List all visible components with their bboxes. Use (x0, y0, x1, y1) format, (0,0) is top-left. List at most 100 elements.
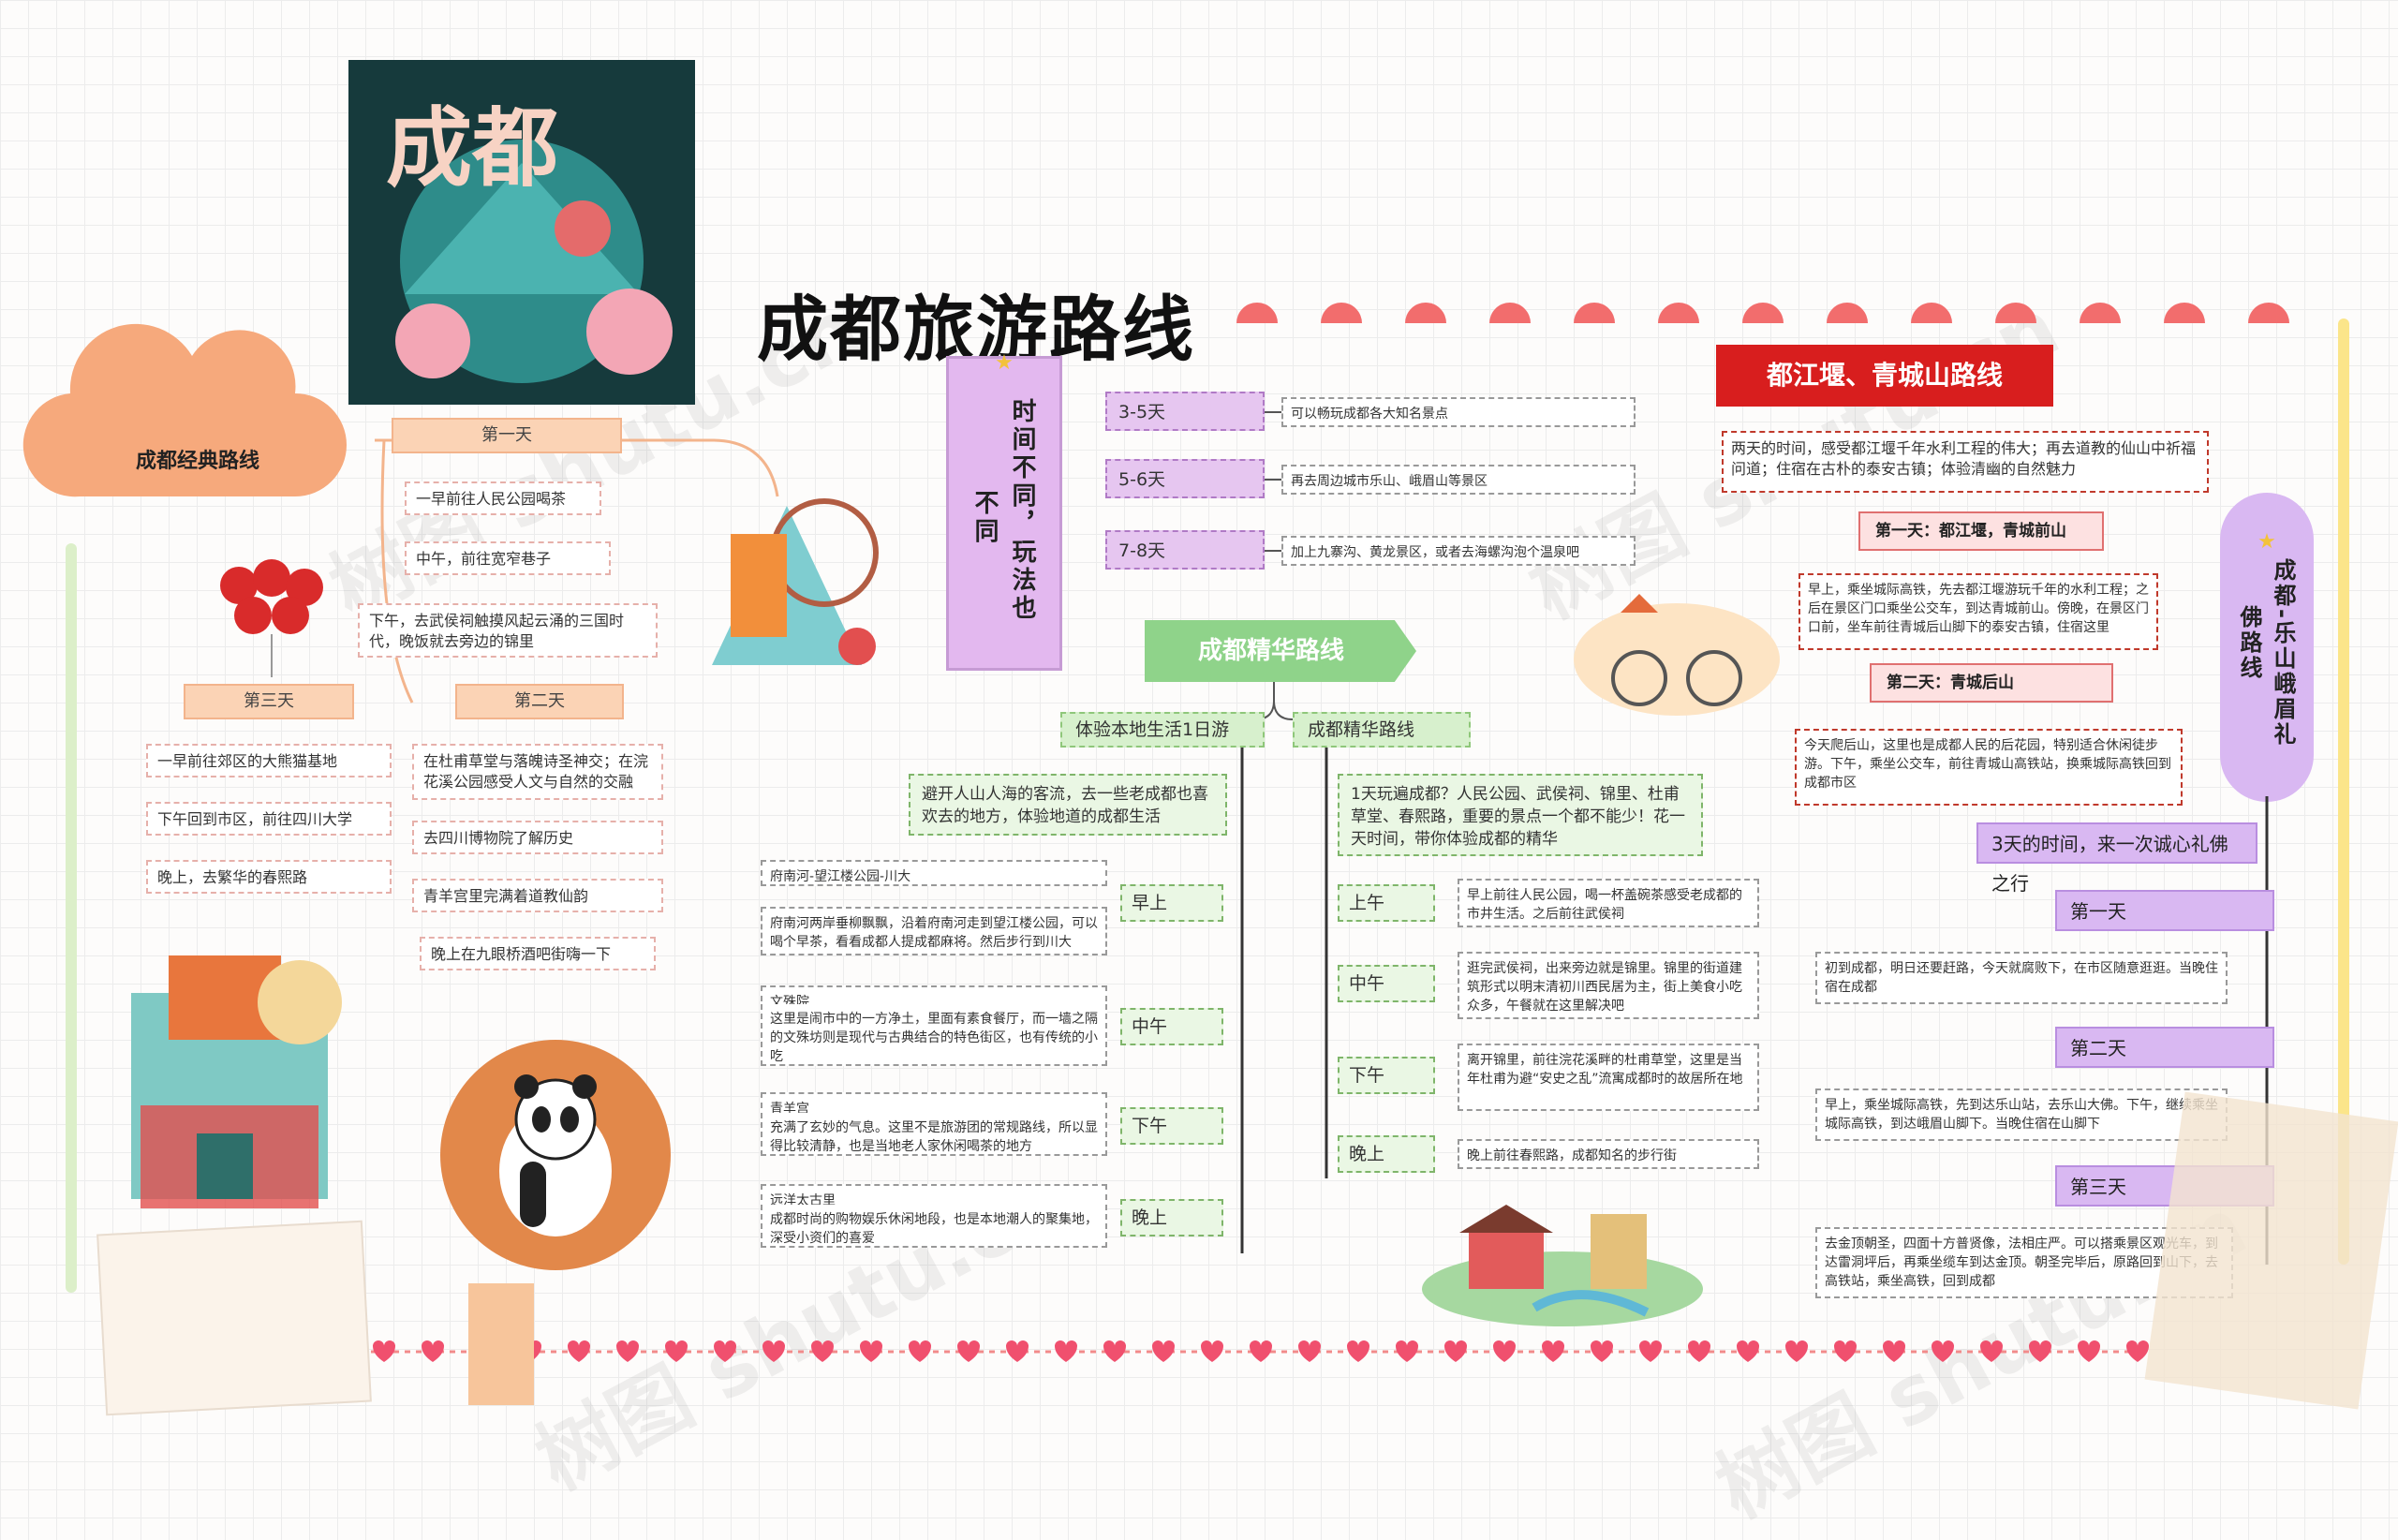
heart-icon (1201, 1340, 1223, 1362)
heart-icon (1932, 1340, 1954, 1362)
heart-icon (568, 1340, 590, 1362)
classic-route-label: 成都经典路线 (136, 449, 260, 473)
heart-icon (762, 1340, 785, 1362)
dujiangyan-day2-tag: 第二天：青城后山 (1870, 663, 2113, 703)
heart-icon (1834, 1340, 1857, 1362)
heart-icon (957, 1340, 980, 1362)
fine-slot-text: 早上前往人民公园，喝一杯盖碗茶感受老成都的市井生活。之后前往武侯祠 (1458, 879, 1759, 927)
local-slot-tag: 中午 (1120, 1008, 1223, 1045)
classic-connectors (375, 438, 779, 703)
scallop-decoration (1236, 303, 2289, 323)
local-slot-tag: 下午 (1120, 1107, 1223, 1145)
leshan-day-text: 早上，乘坐城际高铁，先到达乐山站，去乐山大佛。下午，继续乘坐城际高铁，到达峨眉山… (1815, 1088, 2228, 1141)
local-slot-title: 府南河-望江楼公园-川大 (761, 860, 1107, 886)
decor-bar-left (66, 543, 77, 1293)
classic-day1-item: 中午，前往宽窄巷子 (405, 541, 611, 575)
heart-icon (1591, 1340, 1613, 1362)
heart-icon (1688, 1340, 1710, 1362)
local-slot-tag: 早上 (1120, 884, 1223, 922)
heart-icon (1980, 1340, 2003, 1362)
heart-line-decoration (169, 1340, 2149, 1362)
cloud-shape (22, 323, 348, 497)
leshan-day-tag: 第二天 (2055, 1027, 2274, 1068)
local-slot-tag: 晚上 (1120, 1199, 1223, 1236)
classic-day1-item: 下午，去武侯祠触摸风起云涌的三国时代，晚饭就去旁边的锦里 (358, 603, 658, 658)
dujiangyan-day1-text: 早上，乘坐城际高铁，先去都江堰游玩千年的水利工程；之后在景区门口乘坐公交车，到达… (1798, 573, 2158, 650)
heart-icon (2126, 1340, 2149, 1362)
leshan-day-text: 初到成都，明日还要赶路，今天就腐败下，在市区随意逛逛。当晚住宿在成都 (1815, 952, 2228, 1004)
temple-illustration (112, 937, 347, 1255)
panda-illustration (440, 1040, 671, 1270)
time-label-main: 时间不同，玩法也 (1008, 398, 1036, 623)
heart-icon (1298, 1340, 1321, 1362)
heart-icon (1396, 1340, 1418, 1362)
heart-icon (422, 1340, 444, 1362)
fine-slot-tag: 上午 (1338, 884, 1435, 922)
heart-icon (616, 1340, 639, 1362)
ferris-wheel-illustration (693, 450, 881, 674)
dujiangyan-intro: 两天的时间，感受都江堰千年水利工程的伟大；再去道教的仙山中祈福问道；住宿在古朴的… (1722, 431, 2209, 493)
local-slot-text: 府南河两岸垂柳飘飘，沿着府南河走到望江楼公园，可以喝个早茶，看看成都人提成都麻将… (761, 907, 1107, 955)
heart-icon (1103, 1340, 1126, 1362)
essence-root: 成都精华路线 (1145, 620, 1416, 682)
local-tour-tag: 体验本地生活1日游 (1060, 712, 1265, 748)
dujiangyan-day1-tag: 第一天：都江堰，青城前山 (1858, 511, 2104, 551)
classic-day1-item: 一早前往人民公园喝茶 (405, 481, 601, 515)
time-label-secondary: 不同 (970, 490, 999, 546)
paper-decoration (2144, 1091, 2398, 1410)
heart-icon (2078, 1340, 2100, 1362)
heart-icon (1493, 1340, 1516, 1362)
leshan-section-card: ★ 成都-乐山峨眉礼 佛路线 (2220, 493, 2314, 802)
time-option-tag: 7-8天 (1105, 530, 1265, 570)
time-option-desc: 再去周边城市乐山、峨眉山等景区 (1281, 465, 1636, 495)
leshan-day-tag: 第一天 (2055, 890, 2274, 931)
city-illustration (1422, 1177, 1703, 1326)
fine-slot-text: 逛完武侯祠，出来旁边就是锦里。锦里的街道建筑形式以明末清初川西民居为主，街上美食… (1458, 952, 1759, 1019)
star-icon: ★ (995, 351, 1014, 375)
fine-slot-text: 晚上前往春熙路，成都知名的步行街 (1458, 1139, 1759, 1169)
fine-intro: 1天玩遍成都？人民公园、武侯祠、锦里、杜甫草堂、春熙路，重要的景点一个都不能少！… (1338, 774, 1703, 856)
fine-tree-line (1325, 748, 1328, 1178)
classic-day3-tag: 第三天 (184, 684, 354, 719)
heart-icon (1542, 1340, 1564, 1362)
classic-day3-item: 一早前往郊区的大熊猫基地 (146, 744, 392, 777)
star-icon: ★ (2257, 530, 2276, 554)
local-slot-text: 成都时尚的购物娱乐休闲地段，也是本地潮人的聚集地，深受小资们的喜爱 (761, 1205, 1107, 1248)
heart-icon (811, 1340, 834, 1362)
local-slot-text: 充满了玄妙的气息。这里不是旅游团的常规路线，所以显得比较清静，也是当地老人家休闲… (761, 1113, 1107, 1156)
heart-icon (373, 1340, 395, 1362)
heart-icon (1737, 1340, 1759, 1362)
dujiangyan-day2-text: 今天爬后山，这里也是成都人民的后花园，特别适合休闲徒步游。下午，乘坐公交车，前往… (1795, 729, 2183, 806)
chengdu-poster-image: 成都 (348, 60, 695, 405)
time-option-desc: 可以畅玩成都各大知名景点 (1281, 397, 1636, 427)
classic-day3-item: 晚上，去繁华的春熙路 (146, 860, 392, 894)
poster-title: 成都 (386, 97, 559, 199)
heart-icon (1006, 1340, 1029, 1362)
heart-icon (1152, 1340, 1175, 1362)
local-tree-line (1240, 748, 1244, 1253)
time-option-tag: 5-6天 (1105, 459, 1265, 498)
fine-slot-tag: 中午 (1338, 965, 1435, 1002)
heart-icon (860, 1340, 882, 1362)
fine-slot-text: 离开锦里，前往浣花溪畔的杜甫草堂，这里是当年杜甫为避“安史之乱”流寓成都时的故居… (1458, 1044, 1759, 1111)
classic-day1-tag: 第一天 (392, 418, 622, 453)
essence-root-label: 成都精华路线 (1197, 637, 1344, 665)
dujiangyan-title: 都江堰、青城山路线 (1766, 360, 2003, 391)
leshan-label-main: 成都-乐山峨眉礼 (2270, 558, 2296, 748)
fine-slot-tag: 下午 (1338, 1057, 1435, 1094)
fine-slot-tag: 晚上 (1338, 1135, 1435, 1173)
time-option-desc: 加上九寨沟、黄龙景区，或者去海螺沟泡个温泉吧 (1281, 536, 1636, 566)
classic-day2-item: 晚上在九眼桥酒吧街嗨一下 (420, 937, 656, 970)
notebook-decoration (96, 1220, 372, 1416)
balloons-illustration (220, 559, 323, 677)
bookmark-decoration (468, 1283, 534, 1405)
heart-icon (1055, 1340, 1077, 1362)
heart-icon (1347, 1340, 1369, 1362)
dujiangyan-title-banner: 都江堰、青城山路线 (1716, 345, 2053, 407)
heart-icon (1639, 1340, 1662, 1362)
cyclists-illustration (1574, 575, 1780, 716)
local-intro: 避开人山人海的客流，去一些老成都也喜欢去的地方，体验地道的成都生活 (909, 774, 1227, 836)
classic-day2-item: 在杜甫草堂与落魄诗圣神交；在浣花溪公园感受人文与自然的交融 (412, 744, 663, 800)
leshan-intro-tag: 3天的时间，来一次诚心礼佛之行 (1976, 822, 2257, 895)
classic-day3-item: 下午回到市区，前往四川大学 (146, 802, 392, 836)
